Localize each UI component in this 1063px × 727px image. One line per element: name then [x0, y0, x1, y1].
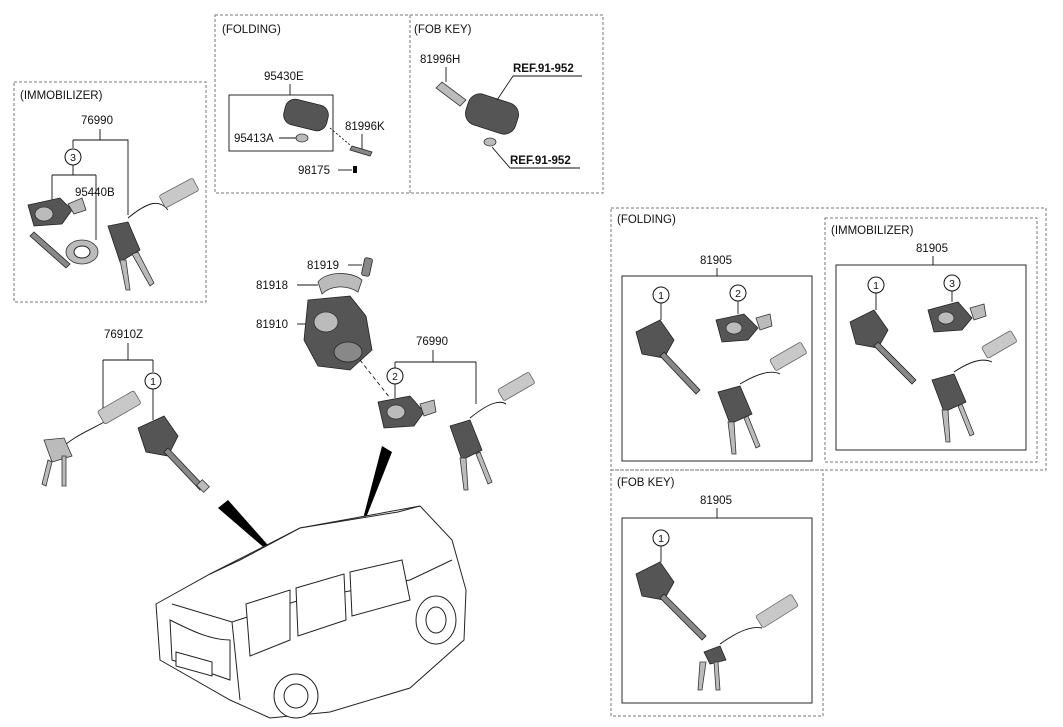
key-tag-center-icon [497, 372, 535, 401]
folding-fob-top-panel: (FOLDING) (FOB KEY) 95430E 95413A 81996K… [214, 14, 604, 194]
key-tag-fob-icon [755, 594, 799, 628]
key-tag-icon [159, 178, 199, 208]
callout-1-fob: 1 [658, 533, 664, 545]
ignition-cylinder-immobilizer-icon [849, 309, 889, 349]
immobilizer-left-panel: (IMMOBILIZER) 76990 3 95440B [13, 81, 207, 303]
part-76910Z: 76910Z [104, 329, 143, 341]
folding-key-center-icon [449, 419, 483, 461]
callout-1-folding: 1 [658, 290, 664, 302]
fob-right-title: (FOB KEY) [617, 477, 675, 489]
fob-top-title: (FOB KEY) [414, 24, 472, 36]
part-81905-folding: 81905 [700, 255, 732, 267]
mechanical-key-icon [435, 81, 467, 107]
folding-key-immobilizer-icon [931, 373, 967, 413]
folding-top-title: (FOLDING) [222, 24, 281, 36]
ref-91-952-bottom: REF.91-952 [510, 155, 571, 167]
part-81905-fob: 81905 [700, 495, 732, 507]
fob-right-panel: (FOB KEY) 81905 1 [610, 469, 824, 717]
part-81905-immobilizer: 81905 [916, 243, 948, 255]
ref-91-952-top: REF.91-952 [513, 63, 574, 75]
part-95440B: 95440B [75, 187, 115, 199]
coin-battery-icon [483, 137, 497, 147]
folding-right-title: (FOLDING) [617, 214, 676, 226]
folding-right-panel: (FOLDING) 81905 1 2 [610, 207, 1047, 471]
emergency-key-blade-icon [349, 145, 373, 157]
part-81996H: 81996H [420, 54, 460, 66]
ignition-cylinder-icon [137, 415, 179, 457]
part-76990-center: 76990 [416, 336, 448, 348]
part-81996K: 81996K [345, 121, 385, 133]
part-81918: 81918 [256, 280, 288, 292]
mechanical-key-fob-icon [703, 645, 727, 665]
center-parts-area: 81919 81918 81910 76990 2 76910Z 1 [41, 257, 535, 570]
pointer-wedge-right [358, 446, 392, 538]
smart-key-fob-icon [465, 93, 519, 135]
key-tag-76910z-icon [97, 390, 141, 425]
pin-icon [361, 257, 373, 277]
immobilizer-right-panel: (IMMOBILIZER) 81905 1 3 [824, 217, 1038, 463]
callout-2-center: 2 [392, 371, 398, 383]
callout-1-center: 1 [150, 376, 156, 388]
ignition-cylinder-folding-icon [635, 319, 675, 359]
part-81919: 81919 [307, 260, 339, 272]
part-95413A: 95413A [234, 133, 274, 145]
folding-key-right-icon [717, 385, 753, 425]
screw-icon [353, 166, 357, 173]
bracket-icon [317, 273, 363, 295]
key-tag-folding-icon [769, 342, 807, 371]
key-tag-immobilizer-icon [981, 330, 1017, 359]
ignition-cylinder-fob-icon [635, 561, 675, 601]
part-95430E: 95430E [264, 71, 304, 83]
battery-icon [295, 133, 309, 143]
callout-3-immobilizer: 3 [949, 278, 955, 290]
part-98175: 98175 [298, 165, 330, 177]
immobilizer-left-title: (IMMOBILIZER) [20, 90, 103, 102]
part-81910: 81910 [256, 319, 288, 331]
keys-76910z-icon [43, 437, 73, 463]
immobilizer-right-title: (IMMOBILIZER) [831, 225, 914, 237]
callout-2-folding: 2 [735, 288, 741, 300]
callout-1-immobilizer: 1 [873, 280, 879, 292]
folding-key-icon [107, 221, 141, 263]
immobilizer-antenna-icon [29, 231, 71, 269]
folding-key-fob-icon [283, 98, 329, 132]
vehicle-illustration [155, 505, 467, 719]
callout-3-left: 3 [70, 152, 76, 164]
part-76990-left: 76990 [81, 115, 113, 127]
